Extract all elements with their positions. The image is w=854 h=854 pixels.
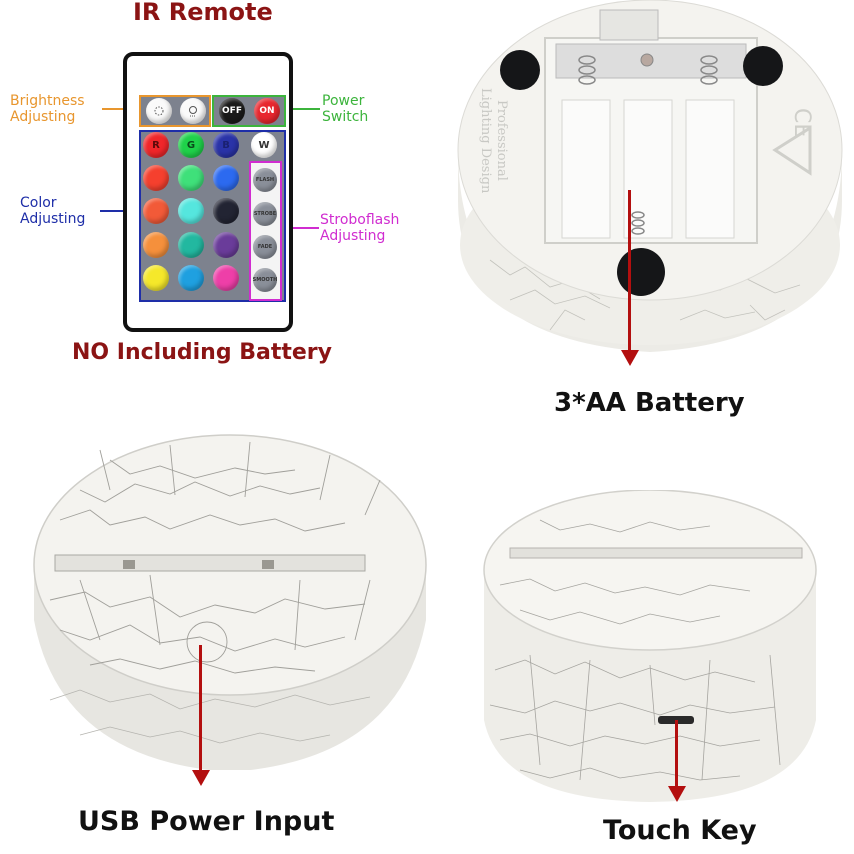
brightness-down-icon — [154, 106, 164, 116]
white-button[interactable]: W — [251, 132, 277, 158]
usb-caption: USB Power Input — [78, 806, 335, 837]
brightness-callout: Brightness Adjusting — [10, 93, 85, 125]
usb-base-image — [33, 434, 427, 770]
color-button[interactable] — [178, 232, 204, 258]
embossed-professional-text: Professional — [494, 100, 509, 181]
on-button[interactable]: ON — [254, 98, 280, 124]
color-connector — [100, 210, 138, 212]
color-button[interactable] — [178, 198, 204, 224]
color-button[interactable] — [143, 232, 169, 258]
brightness-callout-line1: Brightness — [10, 93, 85, 109]
touch-caption: Touch Key — [603, 815, 757, 846]
color-button[interactable] — [178, 165, 204, 191]
color-button[interactable] — [143, 198, 169, 224]
ir-remote: OFF ON R G B W FLASH STROBE FADE SMOOTH — [123, 52, 293, 332]
green-button[interactable]: G — [178, 132, 204, 158]
battery-base-image: Professional Lighting Design CE — [457, 0, 843, 352]
brightness-up-button[interactable] — [180, 98, 206, 124]
color-button[interactable] — [143, 165, 169, 191]
color-callout-line2: Adjusting — [20, 211, 86, 227]
brightness-connector — [102, 108, 138, 110]
brightness-panel — [139, 95, 211, 127]
color-button[interactable] — [178, 265, 204, 291]
power-panel: OFF ON — [212, 95, 286, 127]
strobe-callout: Stroboflash Adjusting — [320, 212, 399, 244]
color-button[interactable] — [213, 198, 239, 224]
color-button[interactable] — [143, 265, 169, 291]
remote-title: IR Remote — [133, 0, 273, 26]
recycle-triangle-icon — [772, 125, 812, 176]
color-button[interactable] — [213, 265, 239, 291]
color-button[interactable] — [213, 232, 239, 258]
battery-arrow — [628, 190, 631, 352]
strobe-button[interactable]: STROBE — [253, 202, 277, 226]
usb-arrow — [199, 645, 202, 773]
battery-caption: 3*AA Battery — [554, 388, 745, 418]
touch-base-image — [483, 490, 817, 802]
fade-button[interactable]: FADE — [253, 235, 277, 259]
touch-arrow-head — [668, 786, 686, 802]
smooth-button[interactable]: SMOOTH — [253, 268, 277, 292]
color-button[interactable] — [213, 165, 239, 191]
battery-arrow-head — [621, 350, 639, 366]
strobe-callout-line2: Adjusting — [320, 228, 386, 244]
touch-arrow — [675, 720, 678, 788]
remote-footer: NO Including Battery — [72, 340, 332, 365]
blue-button[interactable]: B — [213, 132, 239, 158]
color-callout: Color Adjusting — [20, 195, 85, 227]
embossed-lighting-design-text: Lighting Design — [478, 88, 493, 194]
power-connector — [286, 108, 320, 110]
off-button[interactable]: OFF — [219, 98, 245, 124]
flash-button[interactable]: FLASH — [253, 168, 277, 192]
usb-arrow-head — [192, 770, 210, 786]
power-callout-line1: Power — [322, 93, 365, 109]
strobe-callout-line1: Stroboflash — [320, 212, 400, 228]
brightness-up-icon — [189, 106, 197, 117]
brightness-down-button[interactable] — [146, 98, 172, 124]
strobe-connector — [283, 227, 319, 229]
power-callout-line2: Switch — [322, 109, 369, 125]
brightness-callout-line2: Adjusting — [10, 109, 76, 125]
power-callout: Power Switch — [322, 93, 368, 125]
color-callout-line1: Color — [20, 195, 57, 211]
red-button[interactable]: R — [143, 132, 169, 158]
